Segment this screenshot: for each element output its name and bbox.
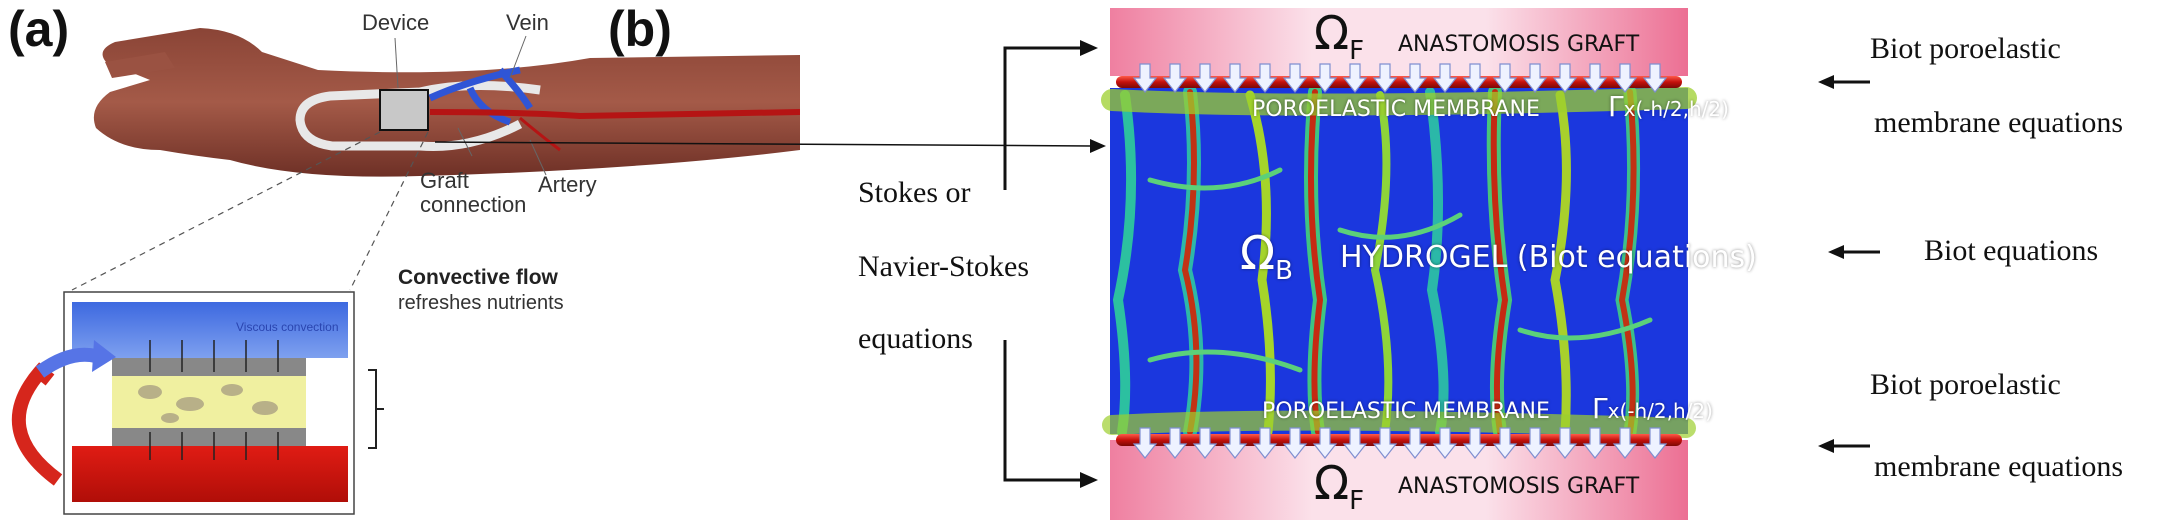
flow-loop-arrow	[11, 362, 63, 486]
omega-subscript-f: F	[1349, 36, 1365, 67]
stokes-bracket	[1003, 46, 1085, 482]
arm-shape	[93, 28, 800, 177]
omega-symbol: Ω	[1314, 6, 1350, 60]
gamma-label-bottom: Γx(-h/2,h/2)	[1592, 392, 1713, 425]
membrane-label-bottom: POROELASTIC MEMBRANE	[1262, 399, 1550, 424]
right-arrows	[1818, 75, 1880, 453]
convective-bracket	[368, 369, 384, 449]
gamma-symbol: Γ	[1608, 90, 1624, 123]
vein-vessel	[428, 66, 533, 126]
stokes-text-line-2: Navier-Stokes	[858, 250, 1030, 283]
gamma-label-top: Γx(-h/2,h/2)	[1608, 90, 1729, 123]
omega-subscript-f: F	[1349, 486, 1365, 517]
gamma-subscript: x(-h/2,h/2)	[1623, 97, 1729, 121]
gamma-marker-top	[1795, 88, 1810, 97]
biot-membrane-bottom-line-1: Biot poroelastic	[1870, 368, 2061, 401]
convective-flow-title: Convective flow	[398, 266, 558, 289]
hydrogel-fibres	[1101, 85, 1697, 439]
device-label: Device	[362, 10, 430, 35]
graft-connection-label: connection	[420, 192, 527, 217]
hydrogel-label: HYDROGEL (Biot equations)	[1340, 240, 1757, 275]
panel-b-label: (b)	[608, 1, 672, 57]
omega-symbol: Ω	[1314, 456, 1350, 510]
artery-label: Artery	[538, 172, 597, 197]
omega-f-top: ΩF	[1314, 10, 1364, 74]
stokes-text-line-3: equations	[858, 322, 973, 355]
omega-f-bottom: ΩF	[1314, 460, 1364, 524]
membrane-label-top: POROELASTIC MEMBRANE	[1252, 97, 1540, 122]
omega-symbol: Ω	[1240, 226, 1276, 280]
inset-red-channel	[72, 446, 348, 502]
viscous-label: Viscous convection	[236, 320, 339, 334]
stokes-text-line-1: Stokes or	[858, 176, 971, 209]
gamma-symbol: Γ	[1592, 392, 1608, 425]
gamma-marker-bottom	[1790, 416, 1810, 430]
panel-connector-line	[434, 141, 1093, 147]
flux-arrows-top	[1132, 63, 1668, 93]
biot-membrane-top-line-2: membrane equations	[1874, 106, 2124, 139]
artery-vessel	[429, 109, 800, 120]
biot-equations-label: Biot equations	[1924, 234, 2099, 267]
graft-label: Graft	[420, 168, 469, 193]
omega-b: ΩB	[1240, 226, 1293, 286]
graft-label-bottom: ANASTOMOSIS GRAFT	[1398, 474, 1640, 499]
inset-blue-channel	[72, 302, 348, 358]
panel-a-label: (a)	[8, 1, 70, 57]
graft-label-top: ANASTOMOSIS GRAFT	[1398, 32, 1640, 57]
biot-membrane-bottom-line-2: membrane equations	[1874, 450, 2124, 483]
arm-illustration	[11, 28, 800, 515]
convective-flow-subtitle: refreshes nutrients	[398, 292, 564, 314]
vein-label: Vein	[506, 10, 549, 35]
flux-arrows-bottom	[1132, 427, 1668, 459]
hydrogel-region	[1110, 88, 1688, 434]
biot-membrane-top-line-1: Biot poroelastic	[1870, 32, 2061, 65]
omega-subscript-b: B	[1275, 256, 1293, 287]
device-block	[379, 89, 429, 131]
gamma-subscript: x(-h/2,h/2)	[1607, 399, 1713, 423]
inset-hydrogel	[112, 376, 306, 428]
